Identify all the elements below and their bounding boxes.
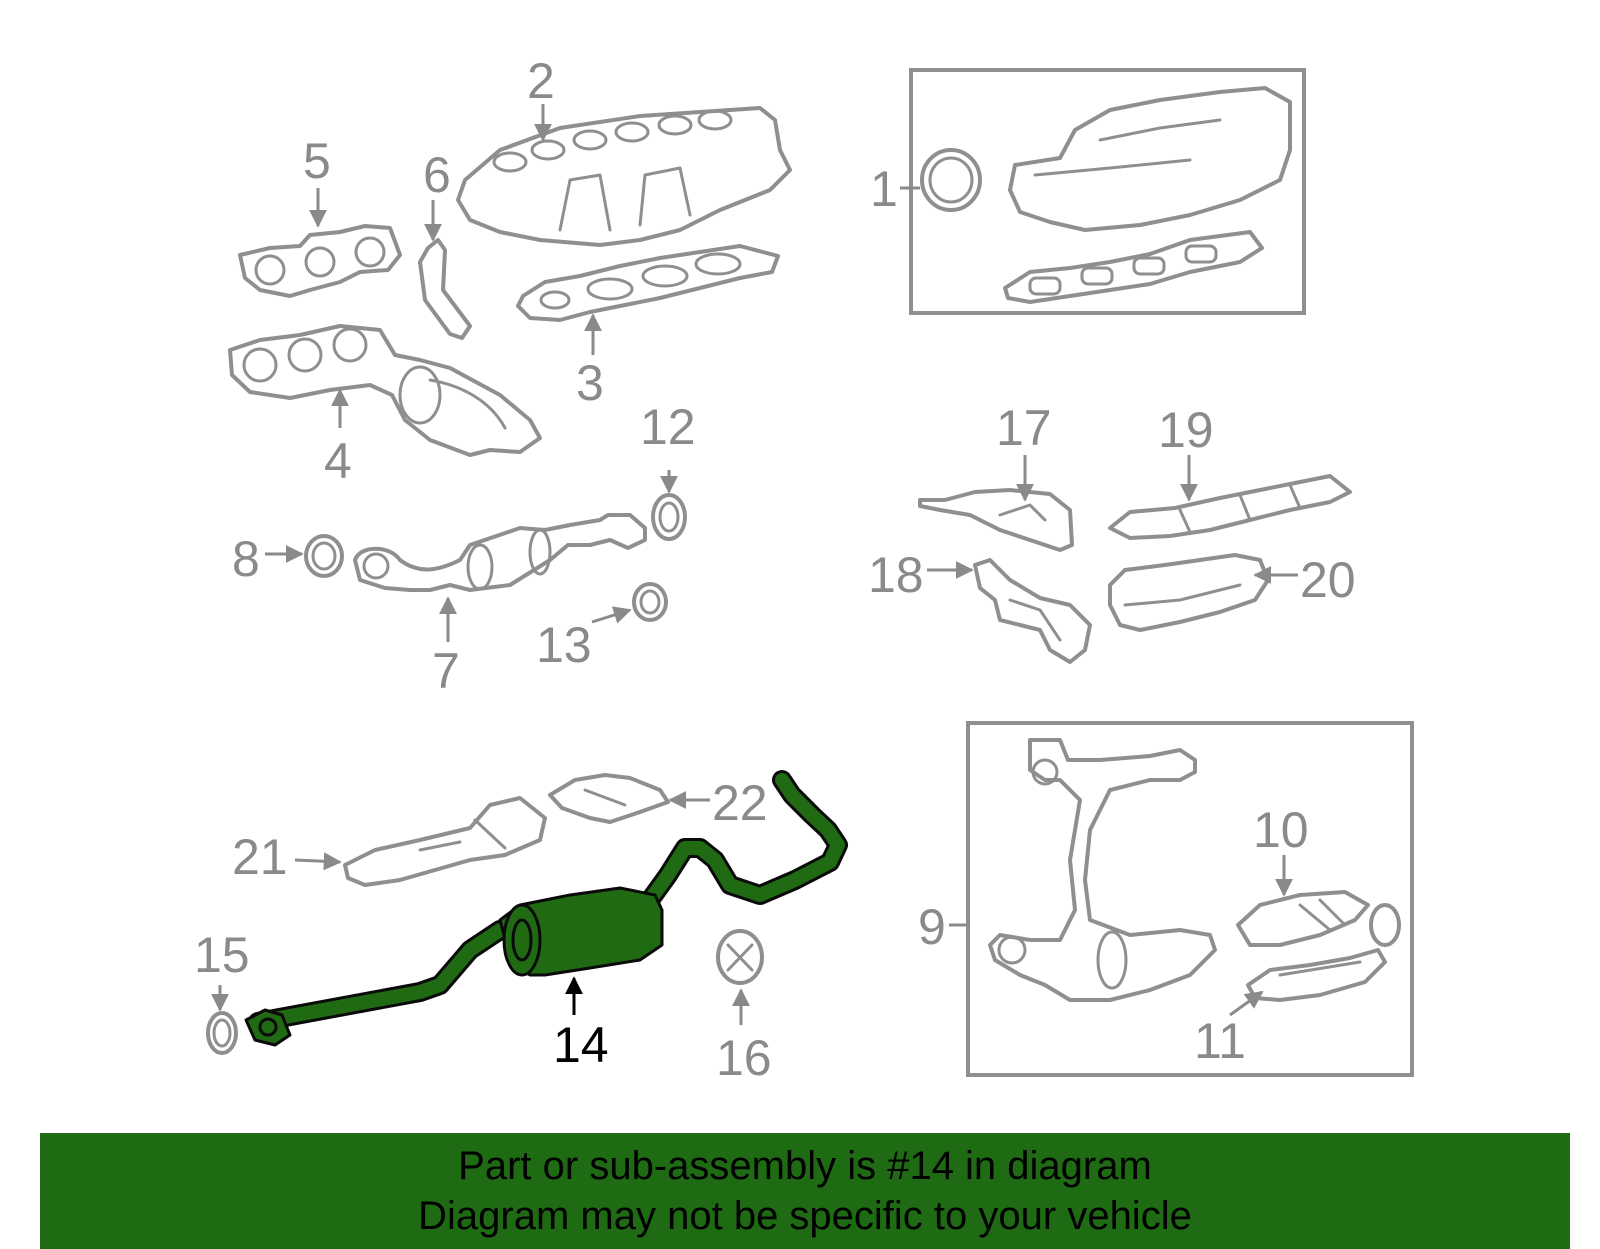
callout-18: 18 bbox=[868, 547, 924, 603]
heat-insulator-part-11 bbox=[1246, 948, 1387, 1002]
part-1-box bbox=[909, 68, 1306, 315]
callout-6: 6 bbox=[423, 147, 451, 203]
leader-11 bbox=[1229, 990, 1264, 1017]
info-banner: Part or sub-assembly is #14 in diagram D… bbox=[40, 1133, 1570, 1249]
heat-insulator-part-10 bbox=[1236, 890, 1401, 947]
callout-9: 9 bbox=[918, 899, 946, 955]
callout-12: 12 bbox=[640, 399, 696, 455]
callout-14: 14 bbox=[553, 1017, 609, 1073]
callout-3: 3 bbox=[576, 355, 604, 411]
gasket-part-3 bbox=[516, 244, 780, 322]
intake-manifold-part-2 bbox=[456, 106, 792, 247]
heat-shield-part-19 bbox=[1108, 474, 1352, 540]
callout-21: 21 bbox=[232, 829, 288, 885]
callout-10: 10 bbox=[1253, 802, 1309, 858]
leader-21 bbox=[294, 852, 342, 871]
gasket-part-15 bbox=[206, 1011, 238, 1055]
exhaust-manifold-part-4 bbox=[228, 324, 542, 457]
callout-20: 20 bbox=[1300, 552, 1356, 608]
heat-shield-part-21 bbox=[343, 796, 547, 887]
exhaust-gasket-part-5 bbox=[238, 224, 402, 298]
front-pipe-part-7 bbox=[353, 513, 647, 592]
callout-8: 8 bbox=[232, 531, 260, 587]
callout-13: 13 bbox=[536, 617, 592, 673]
gasket-part-12 bbox=[651, 493, 687, 541]
part-9-box bbox=[966, 721, 1414, 1077]
leader-13 bbox=[591, 606, 632, 624]
gasket-part-8 bbox=[304, 534, 344, 578]
callout-4: 4 bbox=[324, 433, 352, 489]
callout-5: 5 bbox=[303, 133, 331, 189]
gasket-part-13 bbox=[632, 582, 668, 622]
bracket-part-6 bbox=[418, 238, 472, 340]
callout-11: 11 bbox=[1194, 1013, 1246, 1069]
heat-shield-part-17 bbox=[918, 488, 1074, 552]
callout-7: 7 bbox=[432, 643, 460, 699]
intake-plenum-part-1 bbox=[920, 86, 1292, 304]
callout-17: 17 bbox=[996, 400, 1052, 456]
callout-19: 19 bbox=[1158, 402, 1214, 458]
heat-shield-part-22 bbox=[548, 773, 670, 824]
callout-16: 16 bbox=[716, 1030, 772, 1086]
hanger-part-16 bbox=[716, 929, 764, 985]
callout-15: 15 bbox=[194, 927, 250, 983]
banner-line-1: Part or sub-assembly is #14 in diagram bbox=[458, 1144, 1152, 1188]
y-pipe-part-9 bbox=[988, 738, 1217, 1002]
callout-1: 1 bbox=[870, 161, 898, 217]
heat-shield-part-18 bbox=[973, 558, 1092, 664]
callout-22: 22 bbox=[712, 775, 768, 831]
tailpipe-muffler-part-14 bbox=[244, 770, 848, 1047]
heat-shield-part-20 bbox=[1108, 553, 1270, 632]
banner-line-2: Diagram may not be specific to your vehi… bbox=[418, 1194, 1192, 1238]
callout-2: 2 bbox=[527, 53, 555, 109]
